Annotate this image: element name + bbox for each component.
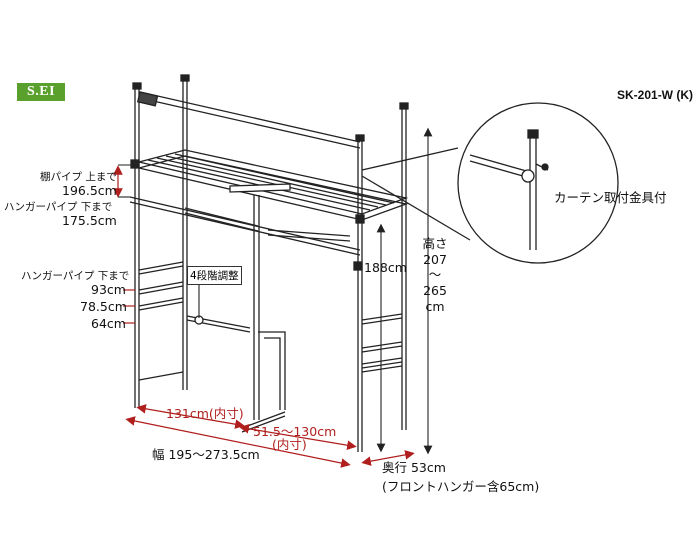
height-unit: cm [425, 298, 445, 314]
value-shelf-pipe-top: 196.5cm [62, 183, 117, 198]
height-range-2: 265 [423, 282, 447, 298]
height-title: 高さ [422, 236, 448, 251]
brand-logo: S.EI [17, 83, 65, 101]
value-hanger-pipe-bottom-1: 175.5cm [62, 213, 117, 228]
red-dimensions [113, 165, 415, 468]
model-code: SK-201-W (K) [617, 88, 694, 102]
value-level-64: 64cm [91, 316, 126, 331]
callout-label: カーテン取付金具付 [554, 190, 667, 205]
value-inner-131: 131cm(内寸) [166, 406, 244, 421]
value-level-78-5: 78.5cm [80, 299, 127, 314]
value-width-range: 幅 195〜273.5cm [152, 447, 260, 462]
label-hanger-pipe-bottom-2: ハンガーパイプ 下まで [21, 270, 130, 282]
value-depth-sub: (フロントハンガー含65cm) [382, 479, 540, 494]
black-dimensions [118, 127, 433, 455]
rack-frame [129, 74, 409, 452]
label-adjust-4-steps: 4段階調整 [187, 266, 242, 285]
value-depth: 奥行 53cm [382, 460, 446, 475]
height-range-1: 207 [423, 251, 447, 267]
value-height-188: 188cm [364, 260, 407, 275]
value-level-93: 93cm [91, 282, 126, 297]
callout-detail [361, 102, 619, 264]
height-range-block: 高さ 207 〜 265 cm [422, 236, 448, 314]
label-shelf-pipe-top: 棚パイプ 上まで [40, 171, 117, 183]
height-range-tilde: 〜 [428, 267, 442, 283]
label-hanger-pipe-bottom-1: ハンガーパイプ 下まで [4, 201, 113, 213]
value-inner-51-5-sub: (内寸) [272, 437, 307, 452]
value-inner-51-5: 51.5〜130cm [253, 424, 337, 439]
